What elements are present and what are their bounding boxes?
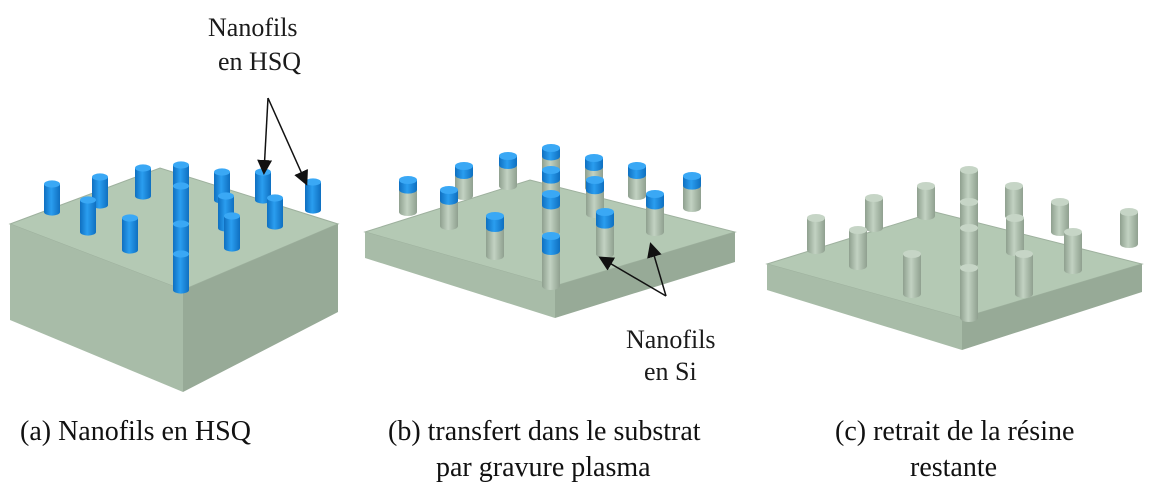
si-nanowires-c — [807, 165, 1138, 323]
arrow-si-1 — [598, 256, 667, 297]
etched-nanowire — [440, 185, 458, 231]
si-nanowire — [917, 181, 935, 221]
arrow-hsq-1 — [257, 97, 273, 175]
etched-nanowire — [486, 211, 504, 261]
si-annotation-line2: en Si — [644, 357, 697, 386]
hsq-nanowire — [267, 194, 283, 230]
si-nanowire — [903, 249, 921, 299]
hsq-nanowire — [80, 196, 96, 236]
etched-nanowire — [455, 161, 473, 201]
panel-c — [765, 165, 1144, 350]
caption-b-line2: par gravure plasma — [436, 452, 651, 483]
hsq-annotation-line1: Nanofils — [208, 13, 298, 42]
etched-nanowire — [596, 207, 614, 259]
hsq-nanowire — [305, 178, 321, 214]
si-nanowire — [960, 223, 978, 269]
etched-nanowire — [628, 161, 646, 201]
substrate-a-left — [10, 224, 183, 392]
caption-b-line1: (b) transfert dans le substrat — [388, 416, 701, 447]
si-nanowire — [1006, 213, 1024, 257]
caption-a: (a) Nanofils en HSQ — [20, 416, 251, 447]
etched-nanowire — [683, 171, 701, 213]
hsq-nanowire — [122, 214, 138, 254]
arrow-hsq-2 — [267, 97, 308, 186]
etched-nanowire — [586, 175, 604, 219]
substrate-c-right — [962, 264, 1142, 350]
si-nanowire — [1120, 207, 1138, 249]
hsq-nanowire — [173, 250, 189, 294]
caption-c-line2: restante — [910, 452, 997, 483]
etched-nanowire — [499, 151, 517, 191]
etched-nanowires-b — [399, 143, 701, 291]
annotation-arrows — [257, 97, 667, 297]
etched-nanowire — [542, 189, 560, 237]
etched-nanowire — [542, 231, 560, 291]
substrate-b-right — [555, 232, 735, 318]
etched-nanowire — [646, 189, 664, 237]
si-nanowire — [960, 165, 978, 205]
si-nanowire — [1064, 227, 1082, 275]
si-nanowire — [865, 193, 883, 233]
hsq-nanowire — [173, 182, 189, 226]
etched-nanowire — [399, 175, 417, 217]
hsq-nanowire — [44, 180, 60, 216]
hsq-annotation-line2: en HSQ — [218, 47, 301, 76]
caption-c-line1: (c) retrait de la résine — [835, 416, 1074, 447]
substrate-c-left — [767, 264, 962, 350]
substrate-b-left — [365, 232, 555, 318]
si-nanowire — [849, 225, 867, 271]
si-nanowire — [1005, 181, 1023, 221]
si-annotation-line1: Nanofils — [626, 325, 716, 354]
si-nanowire — [807, 213, 825, 255]
hsq-nanowire — [135, 164, 151, 200]
si-nanowire — [1015, 249, 1033, 299]
si-nanowire — [1051, 197, 1069, 237]
si-nanowire — [960, 263, 978, 323]
hsq-nanowire — [224, 212, 240, 252]
arrow-si-2 — [647, 242, 667, 297]
panel-b — [363, 143, 737, 318]
substrate-a-right — [183, 224, 338, 392]
panel-a — [8, 161, 340, 392]
